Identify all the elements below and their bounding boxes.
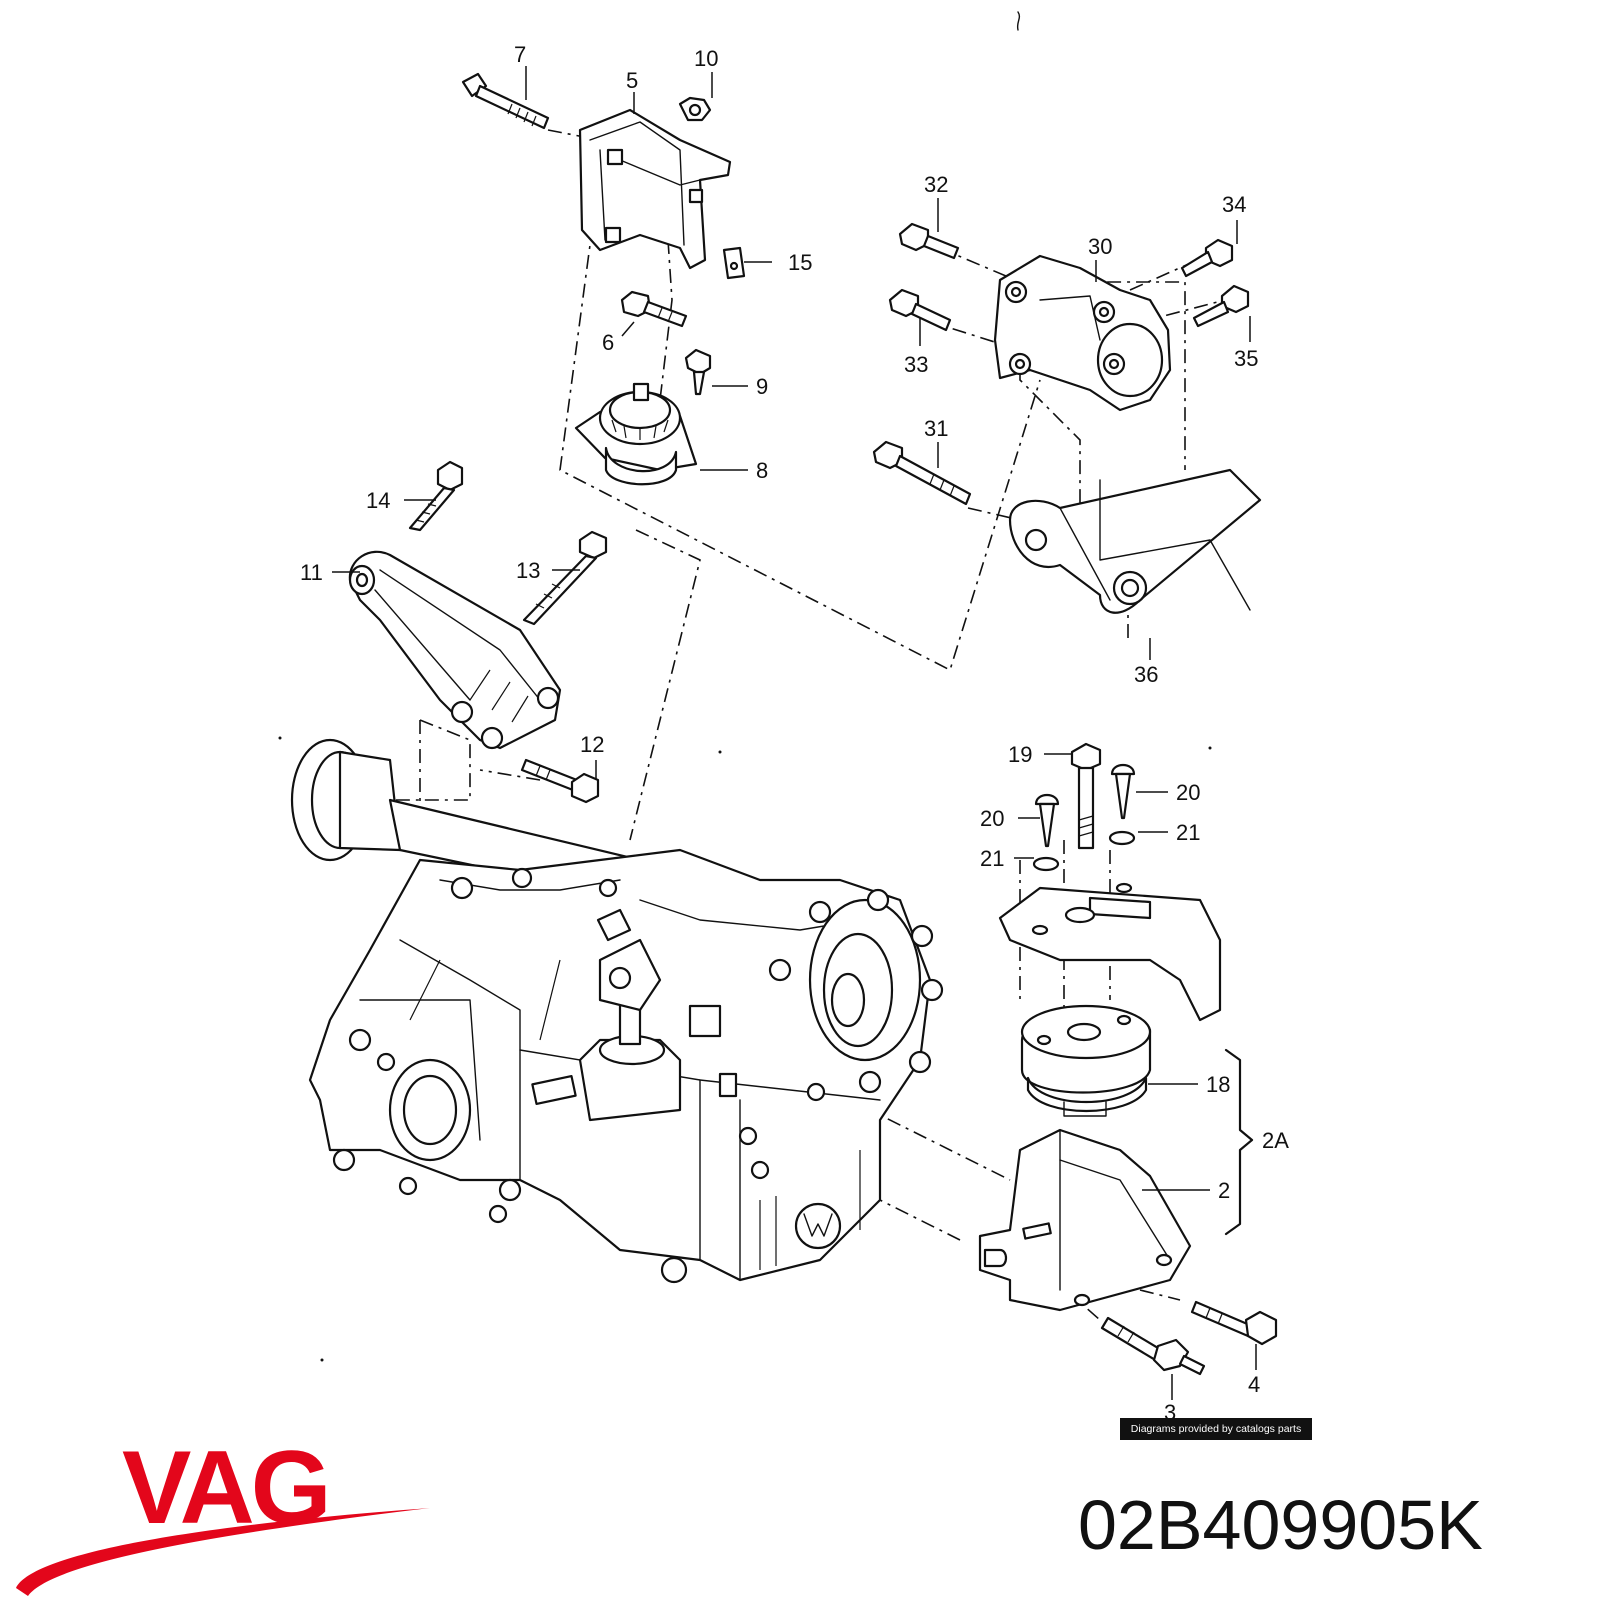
leader-lines [332,66,1257,1400]
scan-specks [278,11,1212,1362]
callout-32: 32 [924,172,948,197]
clip-15 [722,246,746,280]
bolt-3 [1100,1316,1206,1376]
bolt-7 [461,72,550,130]
callout-7: 7 [514,42,526,67]
bolt-14 [408,460,464,532]
callout-12: 12 [580,732,604,757]
callout-19: 19 [1008,742,1032,767]
bolt-4 [1190,1300,1278,1346]
callout-11: 11 [300,560,323,585]
callout-6: 6 [602,330,614,355]
callout-9: 9 [756,374,768,399]
callout-30: 30 [1088,234,1112,259]
link-36 [1008,468,1262,614]
callout-18: 18 [1206,1072,1230,1097]
vag-logo-text: VAG [122,1430,332,1546]
bolt-19 [1070,742,1102,850]
callout-14: 14 [366,488,390,513]
bolt-13 [522,530,608,626]
part-number: 02B409905K [1078,1486,1483,1564]
callout-4: 4 [1248,1372,1260,1397]
lower-right-mount-group [978,742,1278,1376]
bolt-33 [888,288,952,332]
nut-10 [678,96,712,122]
washer-21-right [1108,830,1136,846]
bolt-12 [520,758,600,804]
callout-10: 10 [694,46,718,71]
callout-2A: 2A [1262,1128,1289,1153]
callout-31: 31 [924,416,948,441]
callout-2: 2 [1218,1178,1230,1203]
screw-20-right [1110,763,1136,820]
bolt-35 [1192,284,1250,328]
diagram-credit: Diagrams provided by catalogs parts [1120,1418,1312,1440]
callout-34: 34 [1222,192,1246,217]
right-bracket-group [872,222,1262,614]
callout-20-left: 20 [980,806,1004,831]
callout-36: 36 [1134,662,1158,687]
washer-21-left [1032,856,1060,872]
callout-13: 13 [516,558,540,583]
bolt-31 [872,440,972,506]
callout-8: 8 [756,458,768,483]
support-arm-11 [348,550,562,750]
vag-logo-swoosh [16,1508,430,1596]
gearbox [290,738,944,1284]
bolt-6 [620,290,688,328]
bracket-5 [578,108,732,270]
group-bracket-2A [1224,1048,1254,1236]
upper-bracket-group [461,72,746,486]
bolt-32 [898,222,960,260]
callout-21-right: 21 [1176,820,1200,845]
callout-33: 33 [904,352,928,377]
callout-5: 5 [626,68,638,93]
callout-35: 35 [1234,346,1258,371]
bolt-9 [684,348,712,396]
screw-20-left [1034,793,1060,848]
callout-21-left: 21 [980,846,1004,871]
bracket-30 [993,254,1172,412]
rubber-mount-18 [1020,1004,1152,1117]
bolt-34 [1180,238,1234,278]
mount-plate [998,882,1222,1022]
left-support-group [348,460,608,804]
callout-15: 15 [788,250,812,275]
callout-20-right: 20 [1176,780,1200,805]
mount-8 [574,382,698,486]
bracket-2 [978,1128,1192,1312]
